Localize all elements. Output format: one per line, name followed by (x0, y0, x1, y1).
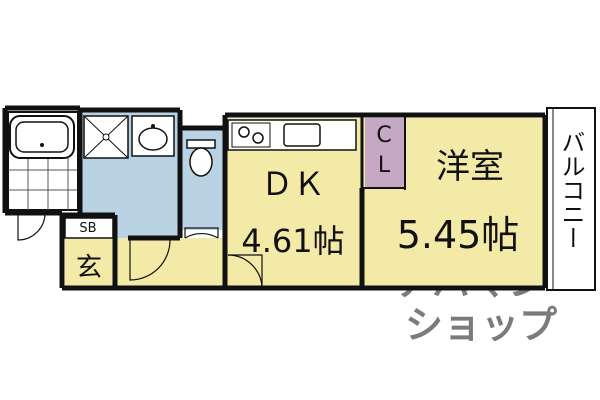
dk-name: ＤＫ (261, 165, 325, 203)
shoebox-label: SB (79, 221, 96, 236)
dk-door-icon (228, 254, 263, 288)
stove-burner-icon (252, 132, 264, 144)
entrance-door-icon (17, 212, 46, 241)
western-room-size: 5.45帖 (397, 213, 520, 257)
stove-burner-icon (238, 126, 250, 138)
dk-size: 4.61帖 (241, 222, 344, 260)
wash-basin-icon (131, 115, 175, 157)
kitchen-sink-icon (283, 123, 321, 147)
kitchen-counter (227, 119, 357, 151)
closet-label-l: L (378, 153, 391, 178)
doors (17, 212, 263, 289)
bathroom (7, 111, 79, 211)
shoe-box (64, 217, 114, 239)
entrance-label: 玄 (76, 253, 102, 283)
toilet-door-icon (184, 232, 219, 239)
toilet-icon (186, 139, 216, 177)
walls (2, 105, 548, 291)
watermark-line2: ショップ (405, 303, 557, 347)
washroom-door-icon (129, 239, 171, 281)
washing-machine-pan-icon (83, 115, 129, 159)
balcony (546, 107, 596, 291)
closet-area (365, 118, 405, 188)
closet-label-c: C (376, 123, 391, 148)
balcony-label: バルコニー (557, 130, 585, 250)
western-room-name: 洋室 (436, 147, 504, 187)
